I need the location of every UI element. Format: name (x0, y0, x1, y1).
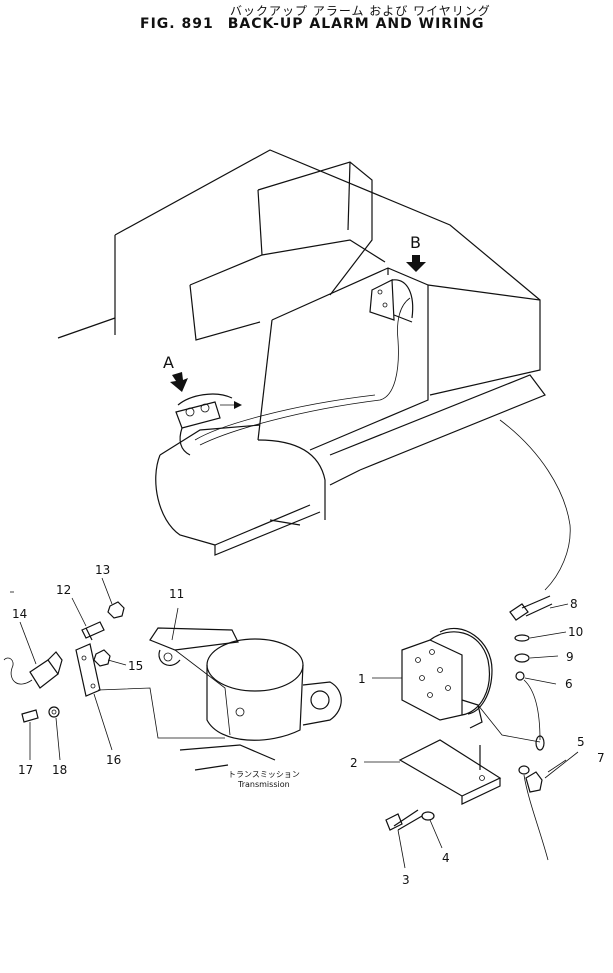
callouts: 1 2 3 4 5 6 7 8 9 10 11 12 13 14 15 16 1… (12, 563, 605, 887)
callout-13: 13 (95, 563, 110, 577)
callout-14: 14 (12, 607, 27, 621)
callout-9: 9 (566, 650, 574, 664)
callout-7: 7 (597, 751, 605, 765)
view-a-arrow (170, 372, 188, 392)
callout-12: 12 (56, 583, 71, 597)
figure-title-english: BACK-UP ALARM AND WIRING (227, 16, 485, 32)
transmission-label-en: Transmission (237, 780, 290, 789)
callout-8: 8 (570, 597, 578, 611)
view-b-arrow (406, 255, 426, 272)
view-b-marker: B (369, 233, 426, 323)
callout-2: 2 (350, 756, 358, 770)
callout-6: 6 (565, 677, 573, 691)
figure-number: FIG. 891 (140, 16, 214, 32)
callout-4: 4 (442, 851, 450, 865)
callout-11: 11 (169, 587, 184, 601)
callout-5: 5 (577, 735, 585, 749)
alarm-detail (385, 595, 553, 861)
machine-body (57, 149, 571, 591)
figure-title: FIG. 891 BACK-UP ALARM AND WIRING (140, 16, 485, 32)
callout-16: 16 (106, 753, 121, 767)
view-a-label: A (163, 353, 174, 372)
callout-1: 1 (358, 672, 366, 686)
callout-3: 3 (402, 873, 410, 887)
leader-lines (19, 577, 579, 869)
callout-10: 10 (568, 625, 583, 639)
switch-detail (3, 591, 342, 771)
view-a-marker: A (163, 353, 242, 456)
title-japanese: バックアップ アラーム および ワイヤリング (230, 4, 491, 18)
callout-17: 17 (18, 763, 33, 777)
view-b-label: B (410, 233, 421, 252)
callout-15: 15 (128, 659, 143, 673)
transmission-label-jp: トランスミッション (228, 770, 300, 779)
callout-18: 18 (52, 763, 67, 777)
